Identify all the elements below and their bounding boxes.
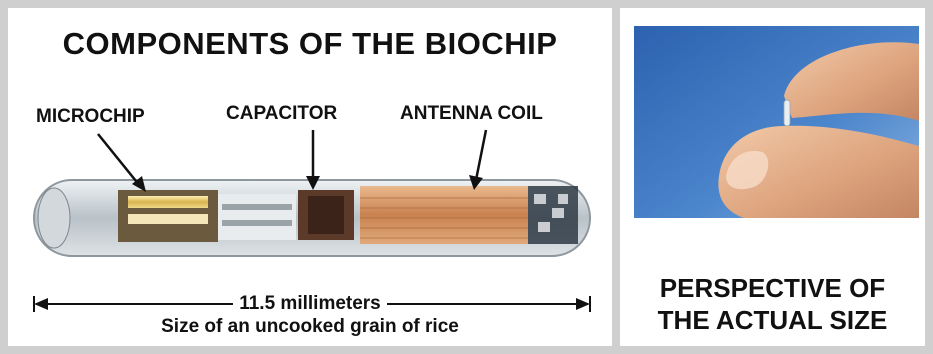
label-capacitor: CAPACITOR bbox=[226, 103, 337, 125]
perspective-caption-line-1: PERSPECTIVE OF bbox=[620, 272, 925, 304]
size-caption: Size of an uncooked grain of rice bbox=[8, 316, 612, 338]
dimension-text: 11.5 millimeters bbox=[233, 293, 387, 314]
label-antenna-coil: ANTENNA COIL bbox=[400, 103, 543, 125]
perspective-caption: PERSPECTIVE OF THE ACTUAL SIZE bbox=[620, 272, 925, 336]
antenna-coil-component bbox=[360, 186, 578, 244]
perspective-panel: PERSPECTIVE OF THE ACTUAL SIZE bbox=[620, 8, 925, 346]
dimension-label: 11.5 millimeters bbox=[8, 293, 612, 315]
microchip-component bbox=[118, 190, 296, 242]
fingers-holding-chip-photo bbox=[634, 26, 919, 218]
capacitor-component bbox=[298, 190, 354, 240]
components-panel: COMPONENTS OF THE BIOCHIP bbox=[8, 8, 612, 346]
perspective-caption-line-2: THE ACTUAL SIZE bbox=[620, 304, 925, 336]
label-microchip: MICROCHIP bbox=[36, 106, 145, 128]
